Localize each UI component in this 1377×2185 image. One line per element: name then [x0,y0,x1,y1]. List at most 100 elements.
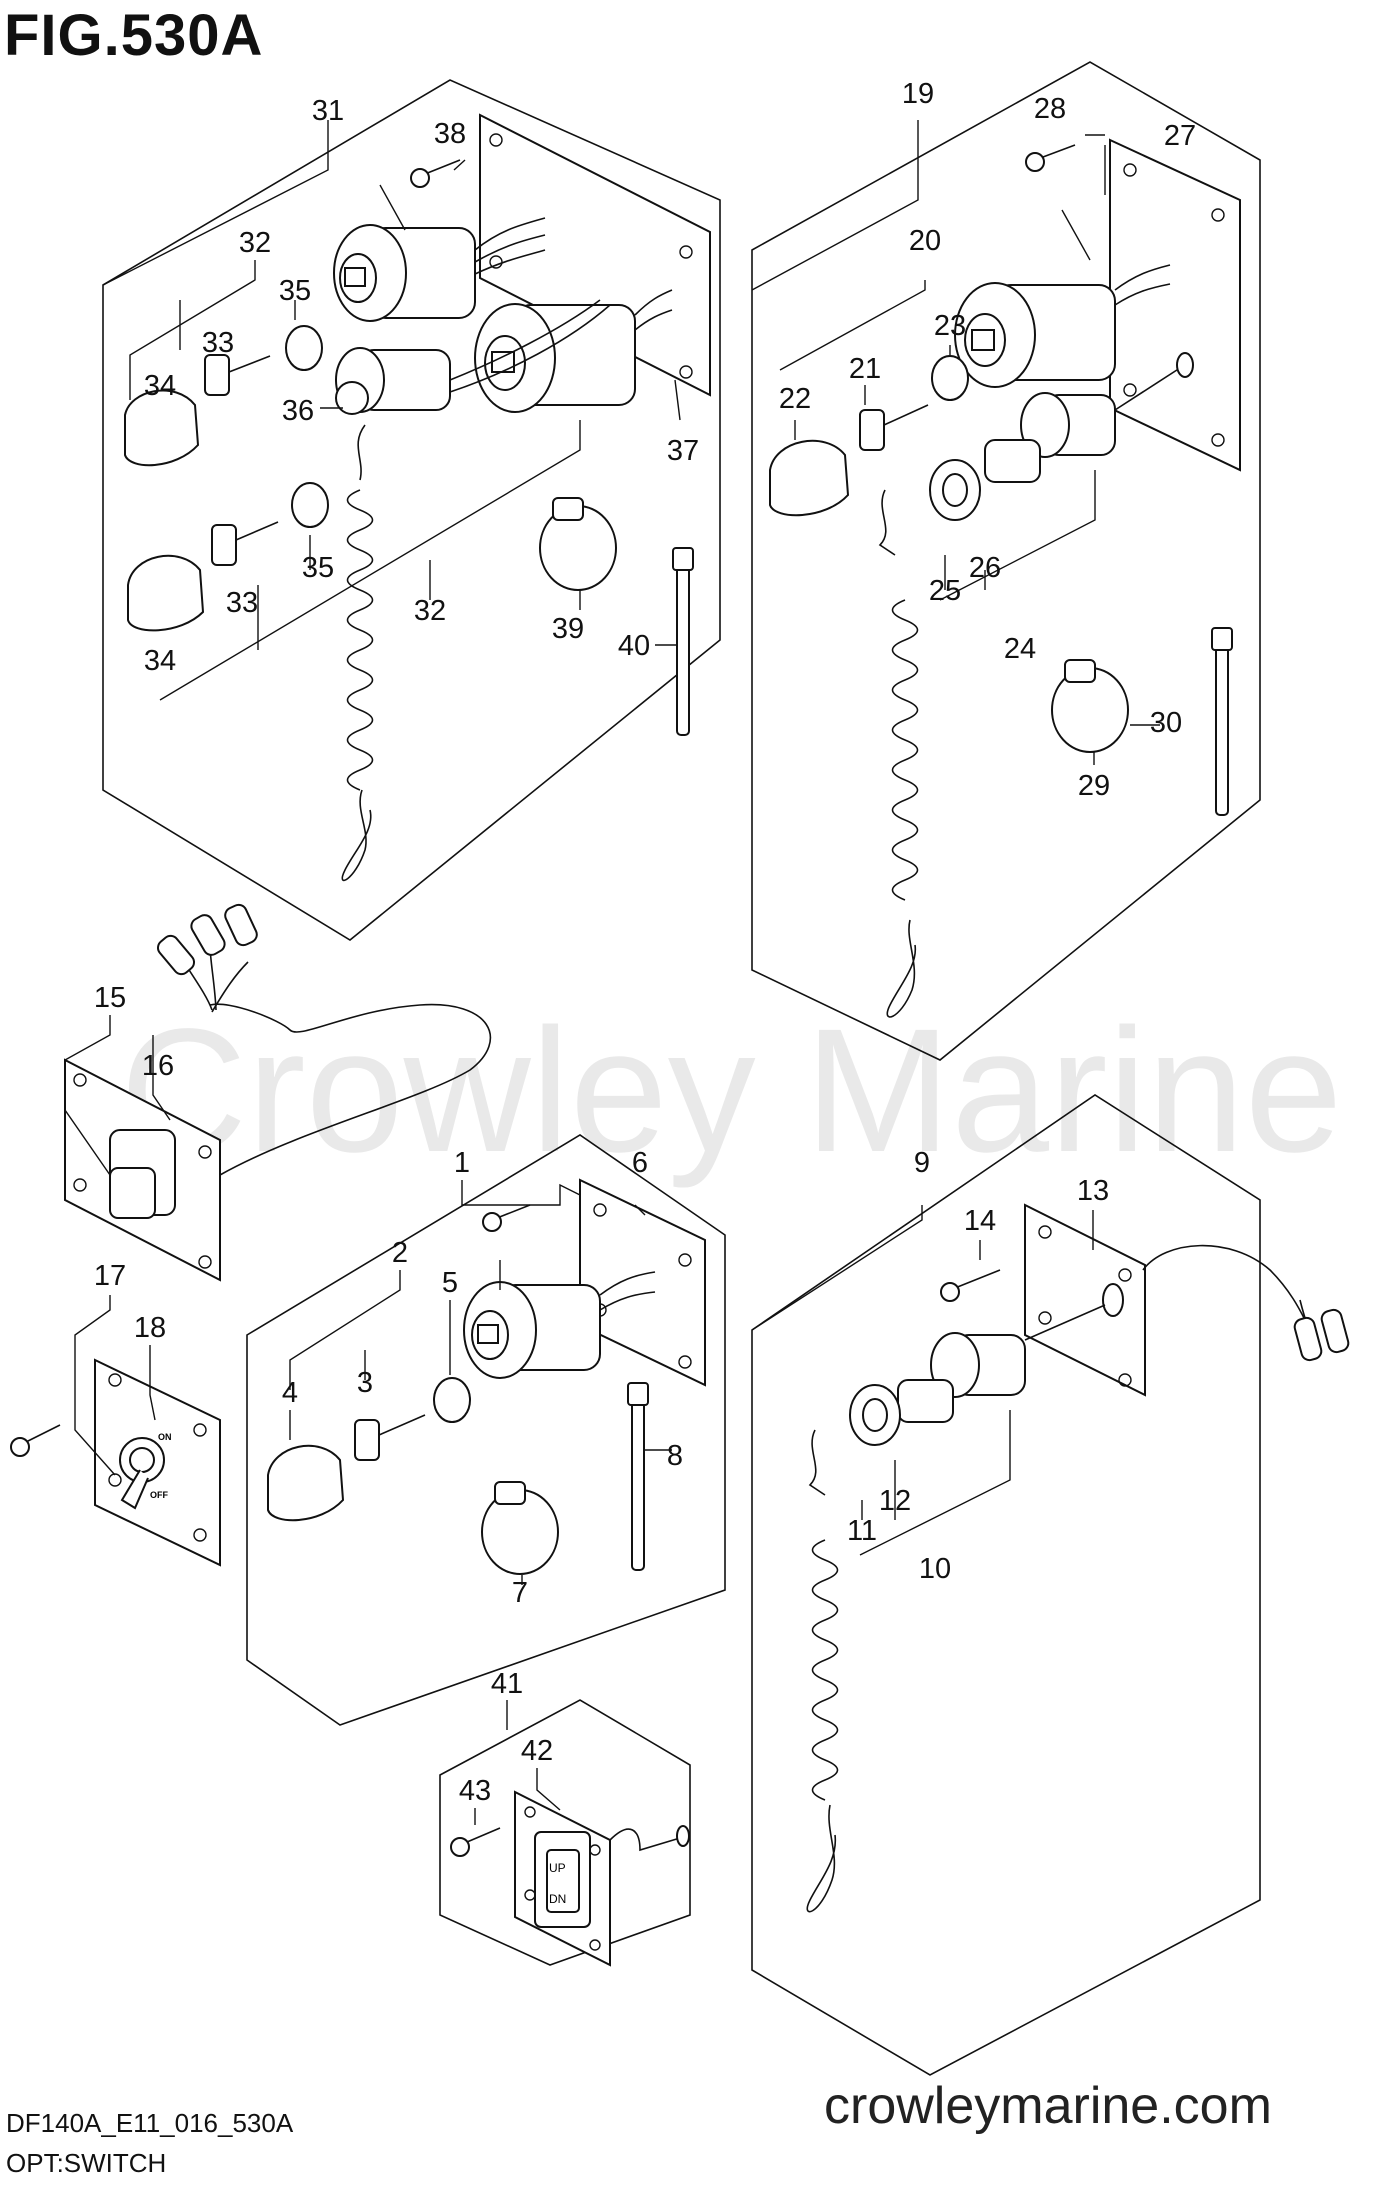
cap-34-upper [124,389,200,467]
mounting-plate-6 [579,1178,706,1387]
callout-34: 34 [144,645,176,677]
mounting-plate-27 [1109,138,1241,472]
cap-34-lower [127,554,205,632]
callout-2: 2 [392,1237,408,1269]
callout-27: 27 [1164,120,1196,152]
trim-up-label: UP [549,1861,566,1875]
callout-11: 11 [847,1515,877,1547]
callout-8: 8 [667,1440,683,1472]
callout-39: 39 [552,613,584,645]
assembly-box-41 [439,1699,691,1966]
callout-31: 31 [312,95,344,127]
callout-1: 1 [454,1147,470,1179]
callout-35: 35 [279,275,311,307]
lanyard-cord-lower [806,1429,839,1913]
cap-4 [267,1444,345,1522]
callout-43: 43 [459,1775,491,1807]
switch-cable-15 [209,1003,491,1176]
callout-32: 32 [239,227,271,259]
mounting-plate-37 [479,113,711,397]
callout-10: 10 [919,1553,951,1585]
stop-switch-10 [897,1304,1106,1423]
sticker-35-lower [291,482,329,528]
callout-13: 13 [1077,1175,1109,1207]
callout-9: 9 [914,1147,930,1179]
lanyard-cord-upper [341,424,374,882]
callout-5: 5 [442,1267,458,1299]
callout-33: 33 [226,587,258,619]
callout-37: 37 [667,435,699,467]
assembly-box-9 [751,1094,1261,2076]
callout-28: 28 [1034,93,1066,125]
callout-18: 18 [134,1312,166,1344]
website-link[interactable]: crowleymarine.com [824,2077,1272,2135]
screw-43 [450,1827,501,1857]
callout-21: 21 [849,353,881,385]
cable-tie-8 [627,1382,649,1571]
figure-title: FIG.530A [4,3,264,68]
assembly-box-31 [102,79,721,941]
callout-3: 3 [357,1367,373,1399]
cover-7 [481,1481,559,1575]
tilt-on-label: ON [158,1432,172,1442]
cover-39 [539,497,617,591]
screw-38 [410,159,461,188]
trim-dn-label: DN [549,1892,566,1906]
callout-6: 6 [632,1147,648,1179]
screw-1 [482,1204,531,1232]
key-switch-1 [463,1271,656,1379]
assembly-box-19 [751,61,1261,1061]
callout-7: 7 [512,1577,528,1609]
stop-switch-25 [984,352,1194,483]
tilt-off-label: OFF [150,1490,168,1500]
key-33-lower [211,521,279,566]
callout-15: 15 [94,982,126,1014]
key-3 [354,1414,426,1461]
callout-29: 29 [1078,770,1110,802]
screw-17 [10,1424,61,1457]
callout-26: 26 [969,552,1001,584]
callout-4: 4 [282,1377,298,1409]
callout-24: 24 [1004,633,1036,665]
callout-20: 20 [909,225,941,257]
cable-tie-40 [672,547,694,736]
assembly-box-1 [246,1134,726,1726]
cable-tie-30 [1211,627,1233,816]
callout-35: 35 [302,552,334,584]
callout-42: 42 [521,1735,553,1767]
callout-labels: 1234567891011121314151617181920212223242… [94,78,1196,1807]
callout-22: 22 [779,383,811,415]
callout-14: 14 [964,1205,996,1237]
key-switch-lower [474,289,673,413]
callout-23: 23 [934,310,966,342]
key-switch-20 [954,264,1171,388]
drawing-code: DF140A_E11_016_530A [6,2108,294,2138]
callout-12: 12 [879,1485,911,1517]
callout-38: 38 [434,118,466,150]
sticker-5 [433,1377,471,1423]
callout-32: 32 [414,595,446,627]
sticker-23 [931,355,969,401]
callout-40: 40 [618,630,650,662]
key-switch-upper [333,217,546,322]
sticker-35-upper [285,325,323,371]
callout-33: 33 [202,327,234,359]
cap-22 [769,439,850,517]
callout-16: 16 [142,1050,174,1082]
stop-switch-36 [335,299,611,415]
callout-41: 41 [491,1668,523,1700]
key-33-upper [204,354,271,396]
callout-25: 25 [929,575,961,607]
cover-29 [1051,659,1129,753]
diagram-subtitle: OPT:SWITCH [6,2148,167,2178]
screw-28 [1025,144,1076,172]
callout-30: 30 [1150,707,1182,739]
lanyard-cord-right [878,489,919,1018]
screw-14 [940,1269,1001,1302]
mounting-plate-13 [1024,1203,1146,1397]
callout-34: 34 [144,370,176,402]
callout-19: 19 [902,78,934,110]
key-21 [859,404,929,451]
